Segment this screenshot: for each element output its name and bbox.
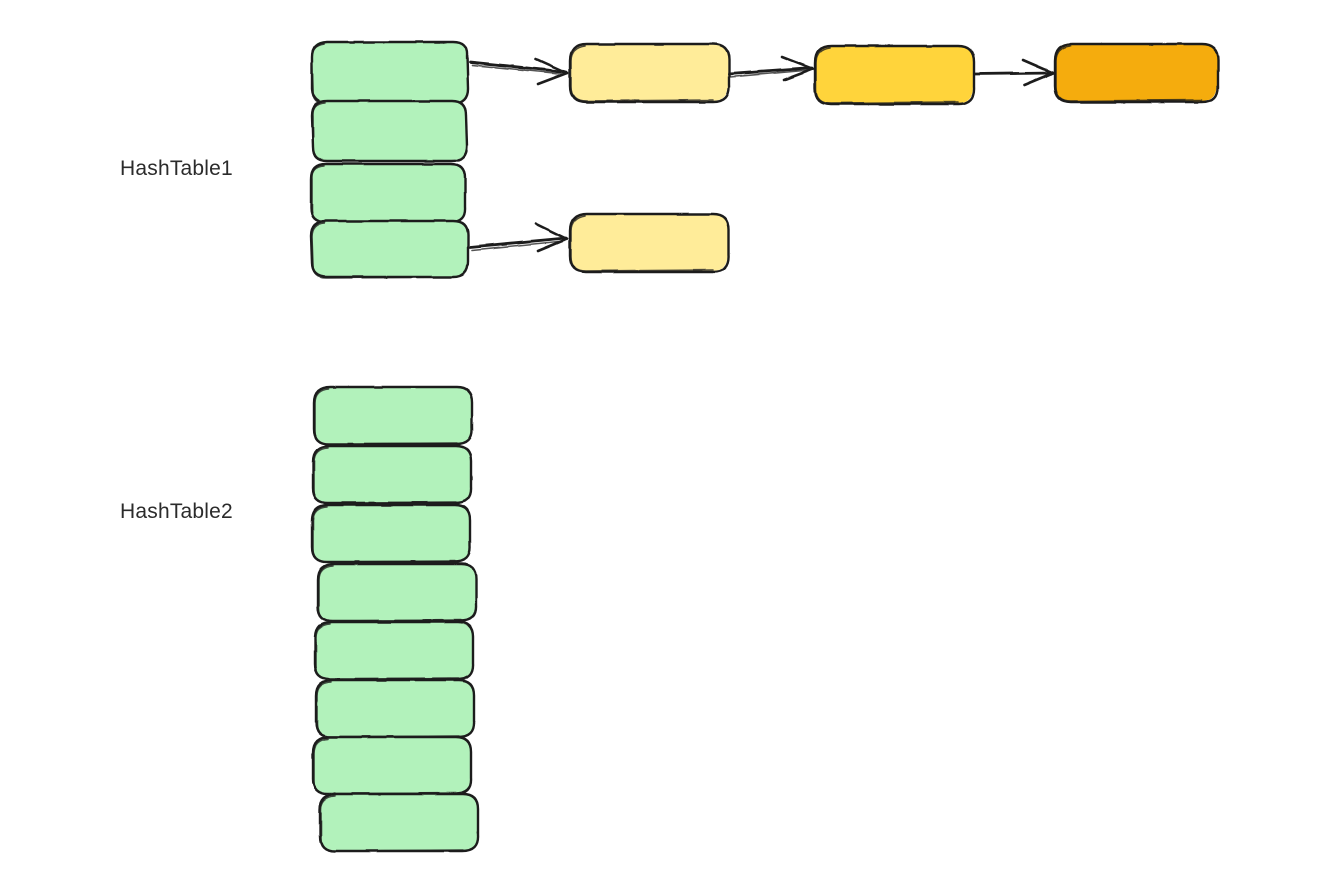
arrow-bucket3-to-node30 bbox=[468, 222, 569, 253]
hashtable2-bucket-4[interactable] bbox=[313, 620, 475, 681]
hashtable2-bucket-6[interactable] bbox=[311, 735, 473, 796]
hashtable2-bucket-2[interactable] bbox=[310, 503, 472, 564]
hashtable2-bucket-3[interactable] bbox=[316, 562, 478, 623]
hashtable2-bucket-7[interactable] bbox=[318, 792, 480, 853]
hashtable2-bucket-5[interactable] bbox=[314, 678, 476, 739]
hashtable2-group bbox=[310, 385, 480, 853]
arrow-node01-to-node02 bbox=[973, 58, 1055, 87]
hashtable1-bucket-2[interactable] bbox=[309, 162, 467, 224]
hashtable2-bucket-1[interactable] bbox=[311, 444, 473, 505]
hashtable1-bucket-1[interactable] bbox=[310, 99, 469, 163]
hashtable1-chain0-node-1[interactable] bbox=[813, 44, 976, 106]
hashtable1-label: HashTable1 bbox=[120, 157, 233, 180]
hashtable1-bucket-3[interactable] bbox=[309, 219, 470, 279]
hashtable1-group bbox=[309, 40, 1220, 279]
arrow-node00-to-node01 bbox=[727, 55, 815, 82]
hashtable1-bucket-0[interactable] bbox=[310, 40, 470, 106]
hashtable1-chain0-node-0[interactable] bbox=[568, 42, 731, 104]
hashtable2-bucket-0[interactable] bbox=[312, 385, 474, 446]
hashtable2-label: HashTable2 bbox=[120, 500, 233, 523]
hashtable1-chain0-node-2[interactable] bbox=[1053, 42, 1220, 104]
arrow-bucket0-to-node00 bbox=[468, 57, 569, 86]
hashtable1-chain3-node-0[interactable] bbox=[568, 212, 731, 274]
